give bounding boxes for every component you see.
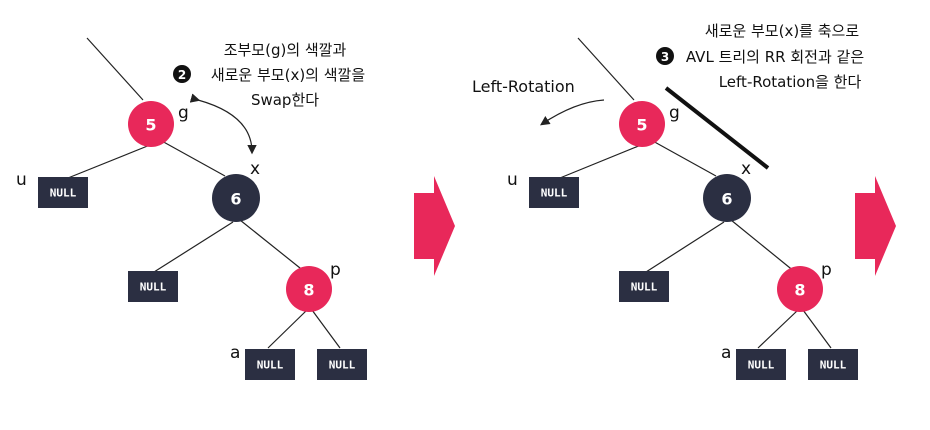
tag-a: a [721,343,731,363]
nil-a [736,349,786,380]
edge-x-to-nil [153,221,234,273]
tag-g: g [178,103,189,123]
nil-u-label: NULL [50,187,77,200]
nil-x-left [128,271,178,302]
edge-x-to-p [239,219,306,273]
tag-x: x [741,159,751,179]
edge-x-to-p [730,219,796,273]
left-note-line3: Swap한다 [251,91,319,109]
node-x-value: 6 [721,190,732,209]
node-g-value: 5 [145,116,156,135]
step-3-badge-number: 3 [661,50,669,64]
edge-p-to-a [267,309,308,349]
edge-parent-to-g [577,37,635,101]
nil-a [245,349,295,380]
step-2-badge [173,65,191,83]
right-note-line3: Left-Rotation을 한다 [719,73,862,91]
node-x [212,174,260,222]
nil-p-right [808,349,858,380]
left-rotation-label: Left-Rotation [472,77,575,96]
tag-u: u [507,170,518,190]
edge-g-to-u [62,144,151,181]
edge-p-to-a [757,309,799,349]
step-2-badge-number: 2 [178,68,186,82]
node-g [128,101,174,147]
tag-p: p [330,260,341,280]
nil-x-left-label: NULL [631,281,658,294]
rotation-axis-bar [664,86,770,170]
nil-p-right-label: NULL [820,359,847,372]
nil-a-label: NULL [748,359,775,372]
node-x [703,174,751,222]
edge-x-to-nil [645,221,725,273]
edge-g-to-u [554,144,642,181]
left-note-line1: 조부모(g)의 색깔과 [224,41,347,59]
edge-parent-to-g [86,37,144,101]
nil-x-left [619,271,669,302]
node-p [286,266,332,312]
edge-p-to-nil [802,309,832,349]
right-note-line1: 새로운 부모(x)를 축으로 [705,22,860,40]
node-p-value: 8 [794,281,805,300]
tag-p: p [821,260,832,280]
node-g-value: 5 [636,116,647,135]
tag-a: a [230,343,240,363]
node-x-value: 6 [230,190,241,209]
tag-x: x [250,159,260,179]
nil-p-right-label: NULL [329,359,356,372]
node-p-value: 8 [303,281,314,300]
right-panel: 5 6 8 NULL NULL NULL NULL g x p u a Left… [472,22,864,380]
transition-arrow-2 [855,176,896,276]
edge-p-to-nil [311,309,341,349]
edge-g-to-x [159,139,226,177]
transition-arrow-1 [414,176,455,276]
tag-g: g [669,103,680,123]
edge-g-to-x [650,139,717,177]
nil-u [529,177,579,208]
left-note-line2: 새로운 부모(x)의 색깔을 [211,66,365,84]
nil-u-label: NULL [541,187,568,200]
right-note-line2: AVL 트리의 RR 회전과 같은 [686,48,864,66]
nil-x-left-label: NULL [140,281,167,294]
nil-u [38,177,88,208]
node-g [619,101,665,147]
tag-u: u [16,170,27,190]
left-panel: 5 6 8 NULL NULL NULL NULL g x p u a 조부모(… [16,37,367,380]
node-p [777,266,823,312]
nil-a-label: NULL [257,359,284,372]
swap-arrow [189,93,257,155]
left-rotation-arrow [540,99,605,126]
nil-p-right [317,349,367,380]
step-3-badge [656,47,674,65]
